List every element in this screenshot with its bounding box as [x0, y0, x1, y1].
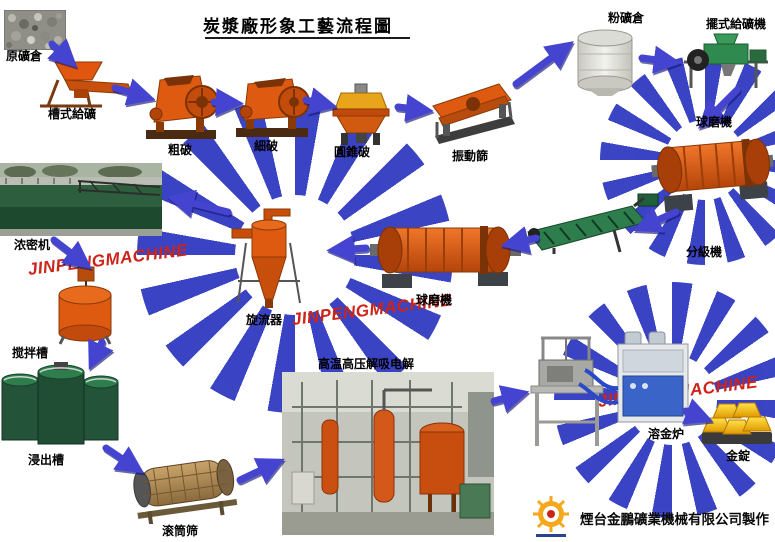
gold-furnace-graphic — [523, 330, 703, 457]
label-trough-feeder: 槽式給礦 — [48, 107, 97, 121]
label-classifier: 分級機 — [686, 245, 723, 259]
trough-feeder-graphic — [30, 58, 135, 113]
classifier-graphic — [524, 192, 664, 259]
label-leaching-tank: 浸出槽 — [28, 453, 65, 467]
label-coarse-crusher: 粗破 — [168, 143, 193, 157]
cone-crusher-graphic — [325, 82, 397, 152]
company-credit: 煙台金鵬礦業機械有限公司製作 — [580, 512, 769, 527]
label-cone-crusher: 圓錐破 — [334, 145, 371, 159]
page-title: 炭漿廠形象工藝流程圖 — [203, 17, 393, 36]
label-pendulum-feeder: 擺式給礦機 — [706, 17, 767, 31]
flow-arrow — [394, 94, 434, 122]
label-drum-screen: 滚筒筛 — [162, 524, 199, 538]
label-gold-furnace: 溶金炉 — [648, 427, 685, 441]
agitation-tank-graphic — [52, 265, 118, 350]
label-thickener: 浓密机 — [14, 238, 51, 252]
label-cyclone: 旋流器 — [246, 313, 283, 327]
label-fine-crusher: 細破 — [254, 139, 279, 153]
vibrating-screen-graphic — [425, 72, 525, 155]
pendulum-feeder-graphic — [676, 32, 774, 95]
ball-mill-mid-graphic — [368, 212, 523, 299]
label-fine-ore-bin: 粉礦倉 — [608, 11, 645, 25]
cyclone-graphic — [226, 203, 314, 316]
thickener-image — [0, 163, 162, 241]
label-raw-ore-bin: 原礦倉 — [6, 49, 43, 63]
company-logo — [528, 494, 574, 542]
drum-screen-graphic — [126, 446, 244, 529]
label-ball-mill-right: 球磨機 — [696, 115, 733, 129]
desorption-electrolysis-image — [282, 372, 494, 540]
flow-arrow — [236, 458, 285, 484]
label-ball-mill-mid: 球磨機 — [416, 293, 453, 307]
flow-arrow — [490, 385, 530, 413]
raw-ore-image — [3, 9, 67, 55]
fine-ore-bin-graphic — [572, 26, 638, 101]
gold-ingots-graphic — [700, 390, 774, 453]
label-vibrating-screen: 振動篩 — [452, 149, 489, 163]
fine-crusher-graphic — [232, 70, 312, 145]
label-desorption-electrolysis: 高温高压解吸电解 — [318, 357, 415, 371]
ball-mill-right-graphic — [648, 117, 775, 227]
title-underline — [205, 37, 410, 39]
label-gold-ingot: 金錠 — [726, 449, 751, 463]
leaching-tanks-graphic — [0, 360, 120, 457]
coarse-crusher-graphic — [142, 68, 220, 148]
label-agitation-tank: 搅拌槽 — [12, 346, 49, 360]
